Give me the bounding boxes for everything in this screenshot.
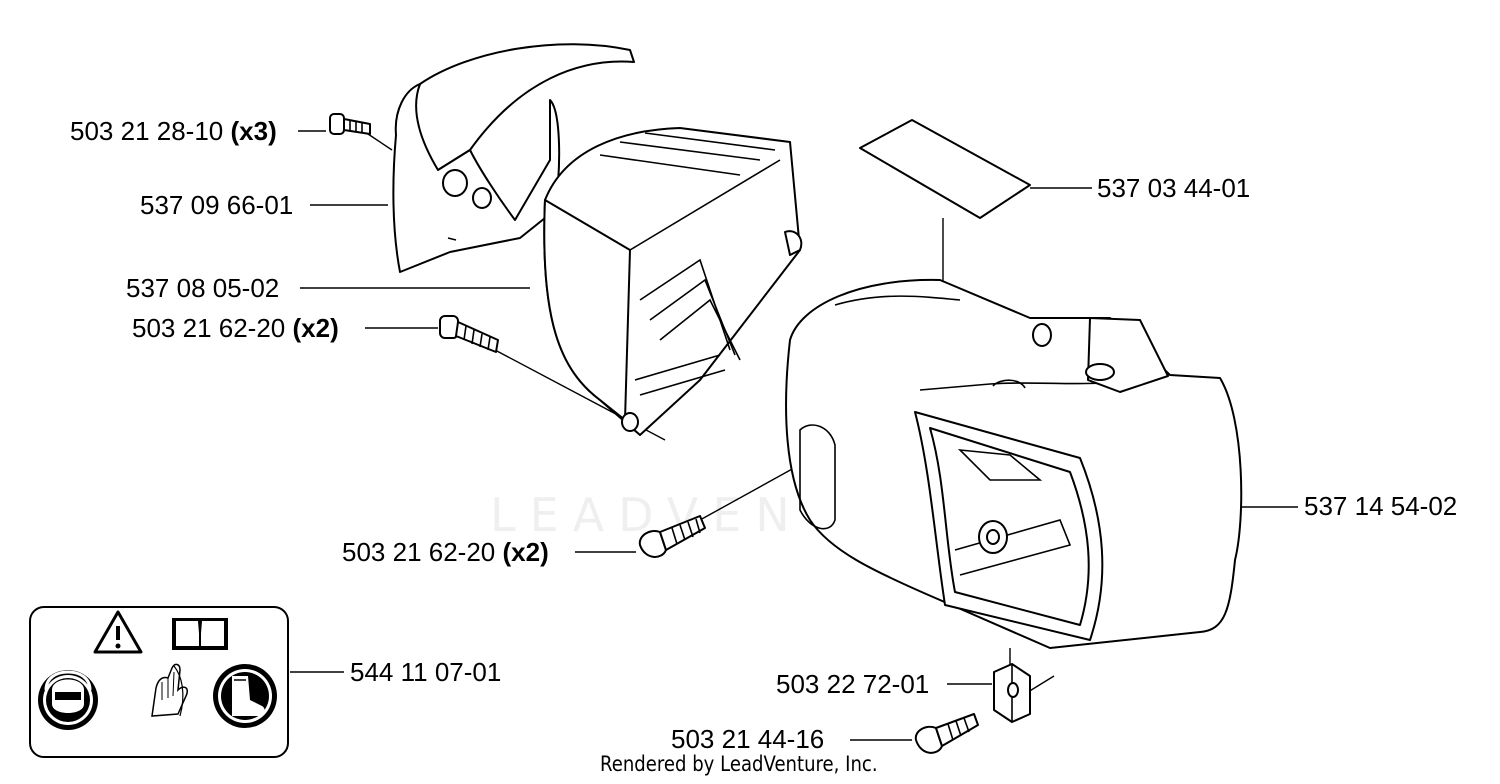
callout-503-22-72-01: 503 22 72-01 — [776, 669, 929, 699]
part-number: 537 09 66-01 — [140, 190, 294, 220]
part-number: 503 21 28-10 — [70, 116, 224, 146]
part-number: 537 08 05-02 — [126, 273, 280, 303]
screw-top — [329, 113, 371, 135]
part-number: 537 14 54-02 — [1304, 491, 1458, 521]
boots-icon — [213, 664, 277, 728]
cylinder-shroud — [543, 127, 803, 436]
quantity: (x3) — [230, 116, 277, 146]
gloves-icon — [151, 663, 189, 717]
callout-544-11-07-01: 544 11 07-01 — [350, 657, 501, 687]
decal — [859, 119, 1031, 219]
callout-503-21-62-20-lower: 503 21 62-20 (x2) — [342, 537, 549, 567]
part-number: 537 03 44-01 — [1097, 173, 1251, 203]
top-cover — [392, 43, 635, 273]
part-number: 503 21 62-20 — [342, 537, 496, 567]
warning-triangle-icon — [93, 610, 143, 654]
part-number: 503 21 44-16 — [671, 724, 825, 754]
part-number: 503 21 62-20 — [132, 313, 286, 343]
callout-537-08-05-02: 537 08 05-02 — [126, 273, 279, 303]
callout-503-21-28-10: 503 21 28-10 (x3) — [70, 116, 277, 146]
callout-537-03-44-01: 537 03 44-01 — [1097, 173, 1250, 203]
screw-shroud — [439, 315, 499, 353]
screw-bottom — [914, 713, 979, 754]
part-number: 544 11 07-01 — [350, 657, 502, 687]
callout-503-21-62-20-upper: 503 21 62-20 (x2) — [132, 313, 339, 343]
callout-537-14-54-02: 537 14 54-02 — [1304, 491, 1457, 521]
screw-housing — [638, 515, 706, 558]
face-protection-icon — [38, 670, 98, 730]
main-housing — [785, 278, 1243, 649]
callout-537-09-66-01: 537 09 66-01 — [140, 190, 293, 220]
warning-decal — [29, 606, 289, 758]
part-number: 503 22 72-01 — [776, 669, 930, 699]
quantity: (x2) — [292, 313, 339, 343]
callout-503-21-44-16: 503 21 44-16 — [671, 724, 824, 754]
footer-credit: Rendered by LeadVenture, Inc. — [600, 752, 878, 776]
manual-book-icon — [172, 618, 228, 650]
quantity: (x2) — [502, 537, 549, 567]
clip-nut — [993, 663, 1031, 723]
